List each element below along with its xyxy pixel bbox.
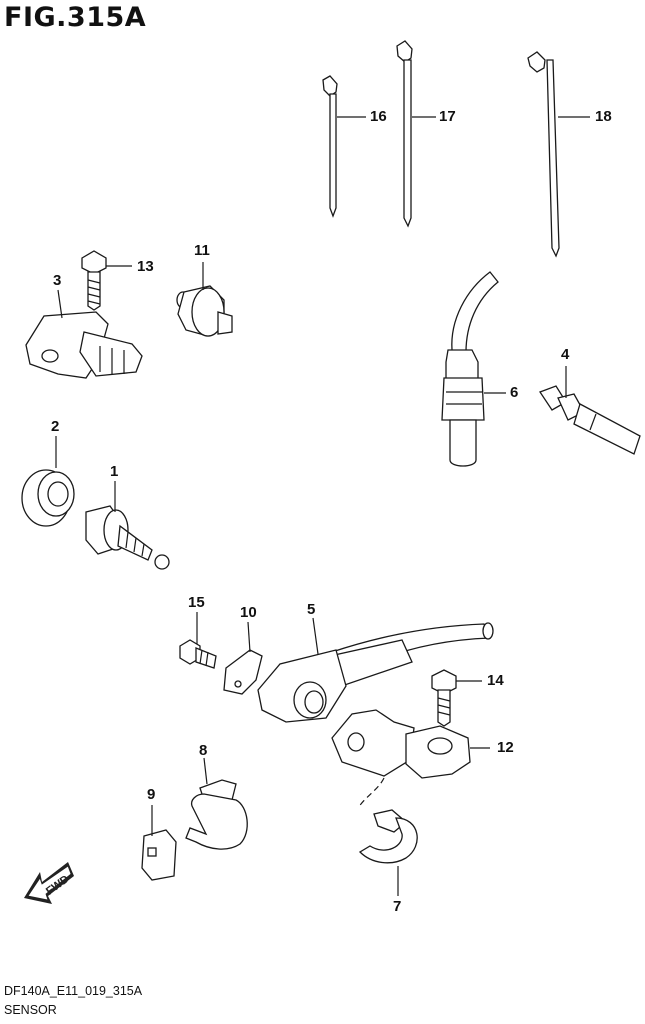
bolt-14[interactable] [431, 669, 482, 727]
callout-10[interactable]: 10 [240, 604, 257, 621]
pressure-sensor-3[interactable] [25, 289, 143, 379]
callout-15[interactable]: 15 [188, 594, 205, 611]
figure-title: FIG.315A [4, 2, 147, 33]
holder-7[interactable] [358, 809, 418, 896]
cable-tie-18[interactable] [527, 51, 590, 258]
clamp-8[interactable] [185, 757, 248, 850]
oxygen-sensor-6[interactable] [441, 271, 506, 467]
position-sensor-5[interactable] [257, 617, 494, 723]
label-plate-9[interactable] [141, 805, 177, 881]
fwd-arrow-icon: FWD [24, 862, 74, 904]
callout-13[interactable]: 13 [137, 258, 154, 275]
bolt-15[interactable] [179, 612, 217, 669]
sensor-1[interactable] [85, 481, 170, 570]
callout-4[interactable]: 4 [561, 346, 570, 363]
callout-5[interactable]: 5 [307, 601, 316, 618]
callout-12[interactable]: 12 [497, 739, 514, 756]
callout-6[interactable]: 6 [510, 384, 519, 401]
temp-sensor-4[interactable] [539, 366, 641, 455]
callout-1[interactable]: 1 [110, 463, 119, 480]
cable-tie-17[interactable] [396, 40, 436, 228]
knock-sensor-11[interactable] [176, 262, 233, 337]
grommet-2[interactable] [21, 436, 75, 527]
callout-8[interactable]: 8 [199, 742, 208, 759]
callout-2[interactable]: 2 [51, 418, 60, 435]
callout-9[interactable]: 9 [147, 786, 156, 803]
diagram-name: SENSOR [4, 1003, 57, 1017]
callout-18[interactable]: 18 [595, 108, 612, 125]
callout-3[interactable]: 3 [53, 272, 62, 289]
callout-7[interactable]: 7 [393, 898, 402, 915]
diagram-code: DF140A_E11_019_315A [4, 984, 143, 998]
callout-16[interactable]: 16 [370, 108, 387, 125]
callout-14[interactable]: 14 [487, 672, 504, 689]
bracket-12[interactable] [331, 709, 490, 809]
callout-17[interactable]: 17 [439, 108, 456, 125]
cable-tie-16[interactable] [322, 75, 366, 218]
clamp-plate-10[interactable] [223, 621, 263, 695]
callout-11[interactable]: 11 [194, 242, 210, 259]
bolt-13[interactable] [81, 250, 132, 311]
